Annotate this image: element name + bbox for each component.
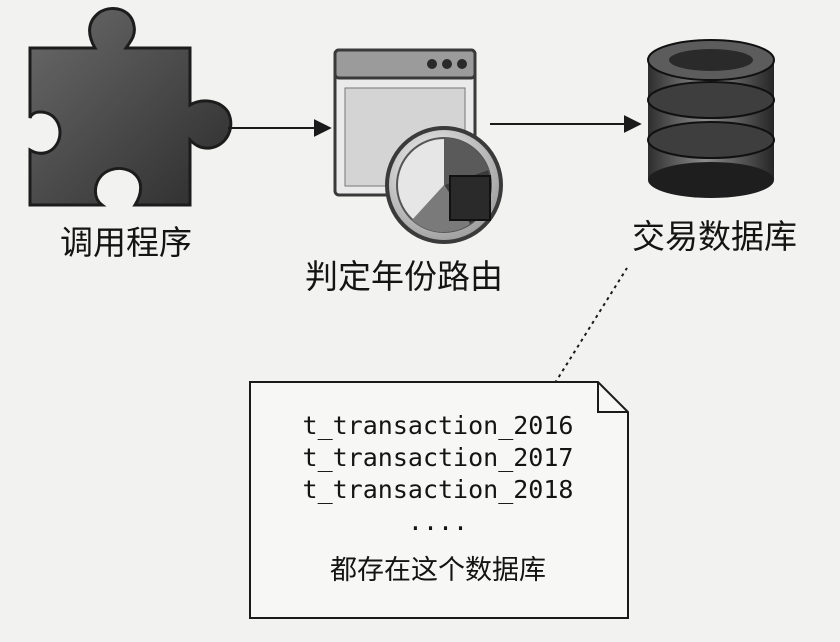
router-label: 判定年份路由: [305, 257, 503, 296]
note-connector: [554, 267, 628, 384]
puzzle-piece-icon: [28, 7, 233, 207]
note-caption: 都存在这个数据库: [330, 555, 546, 586]
window-chart-icon: [333, 48, 503, 244]
caller-label: 调用程序: [60, 223, 192, 262]
note-table-name: t_transaction_2018: [302, 475, 574, 504]
note-table-name: t_transaction_2017: [302, 443, 574, 472]
note-table-list: t_transaction_2016 t_transaction_2017 t_…: [268, 410, 608, 538]
database-label: 交易数据库: [632, 217, 797, 256]
database-icon: [647, 39, 775, 198]
note-ellipsis: ....: [407, 507, 469, 536]
note-table-name: t_transaction_2016: [302, 411, 574, 440]
note-box: [249, 381, 629, 619]
